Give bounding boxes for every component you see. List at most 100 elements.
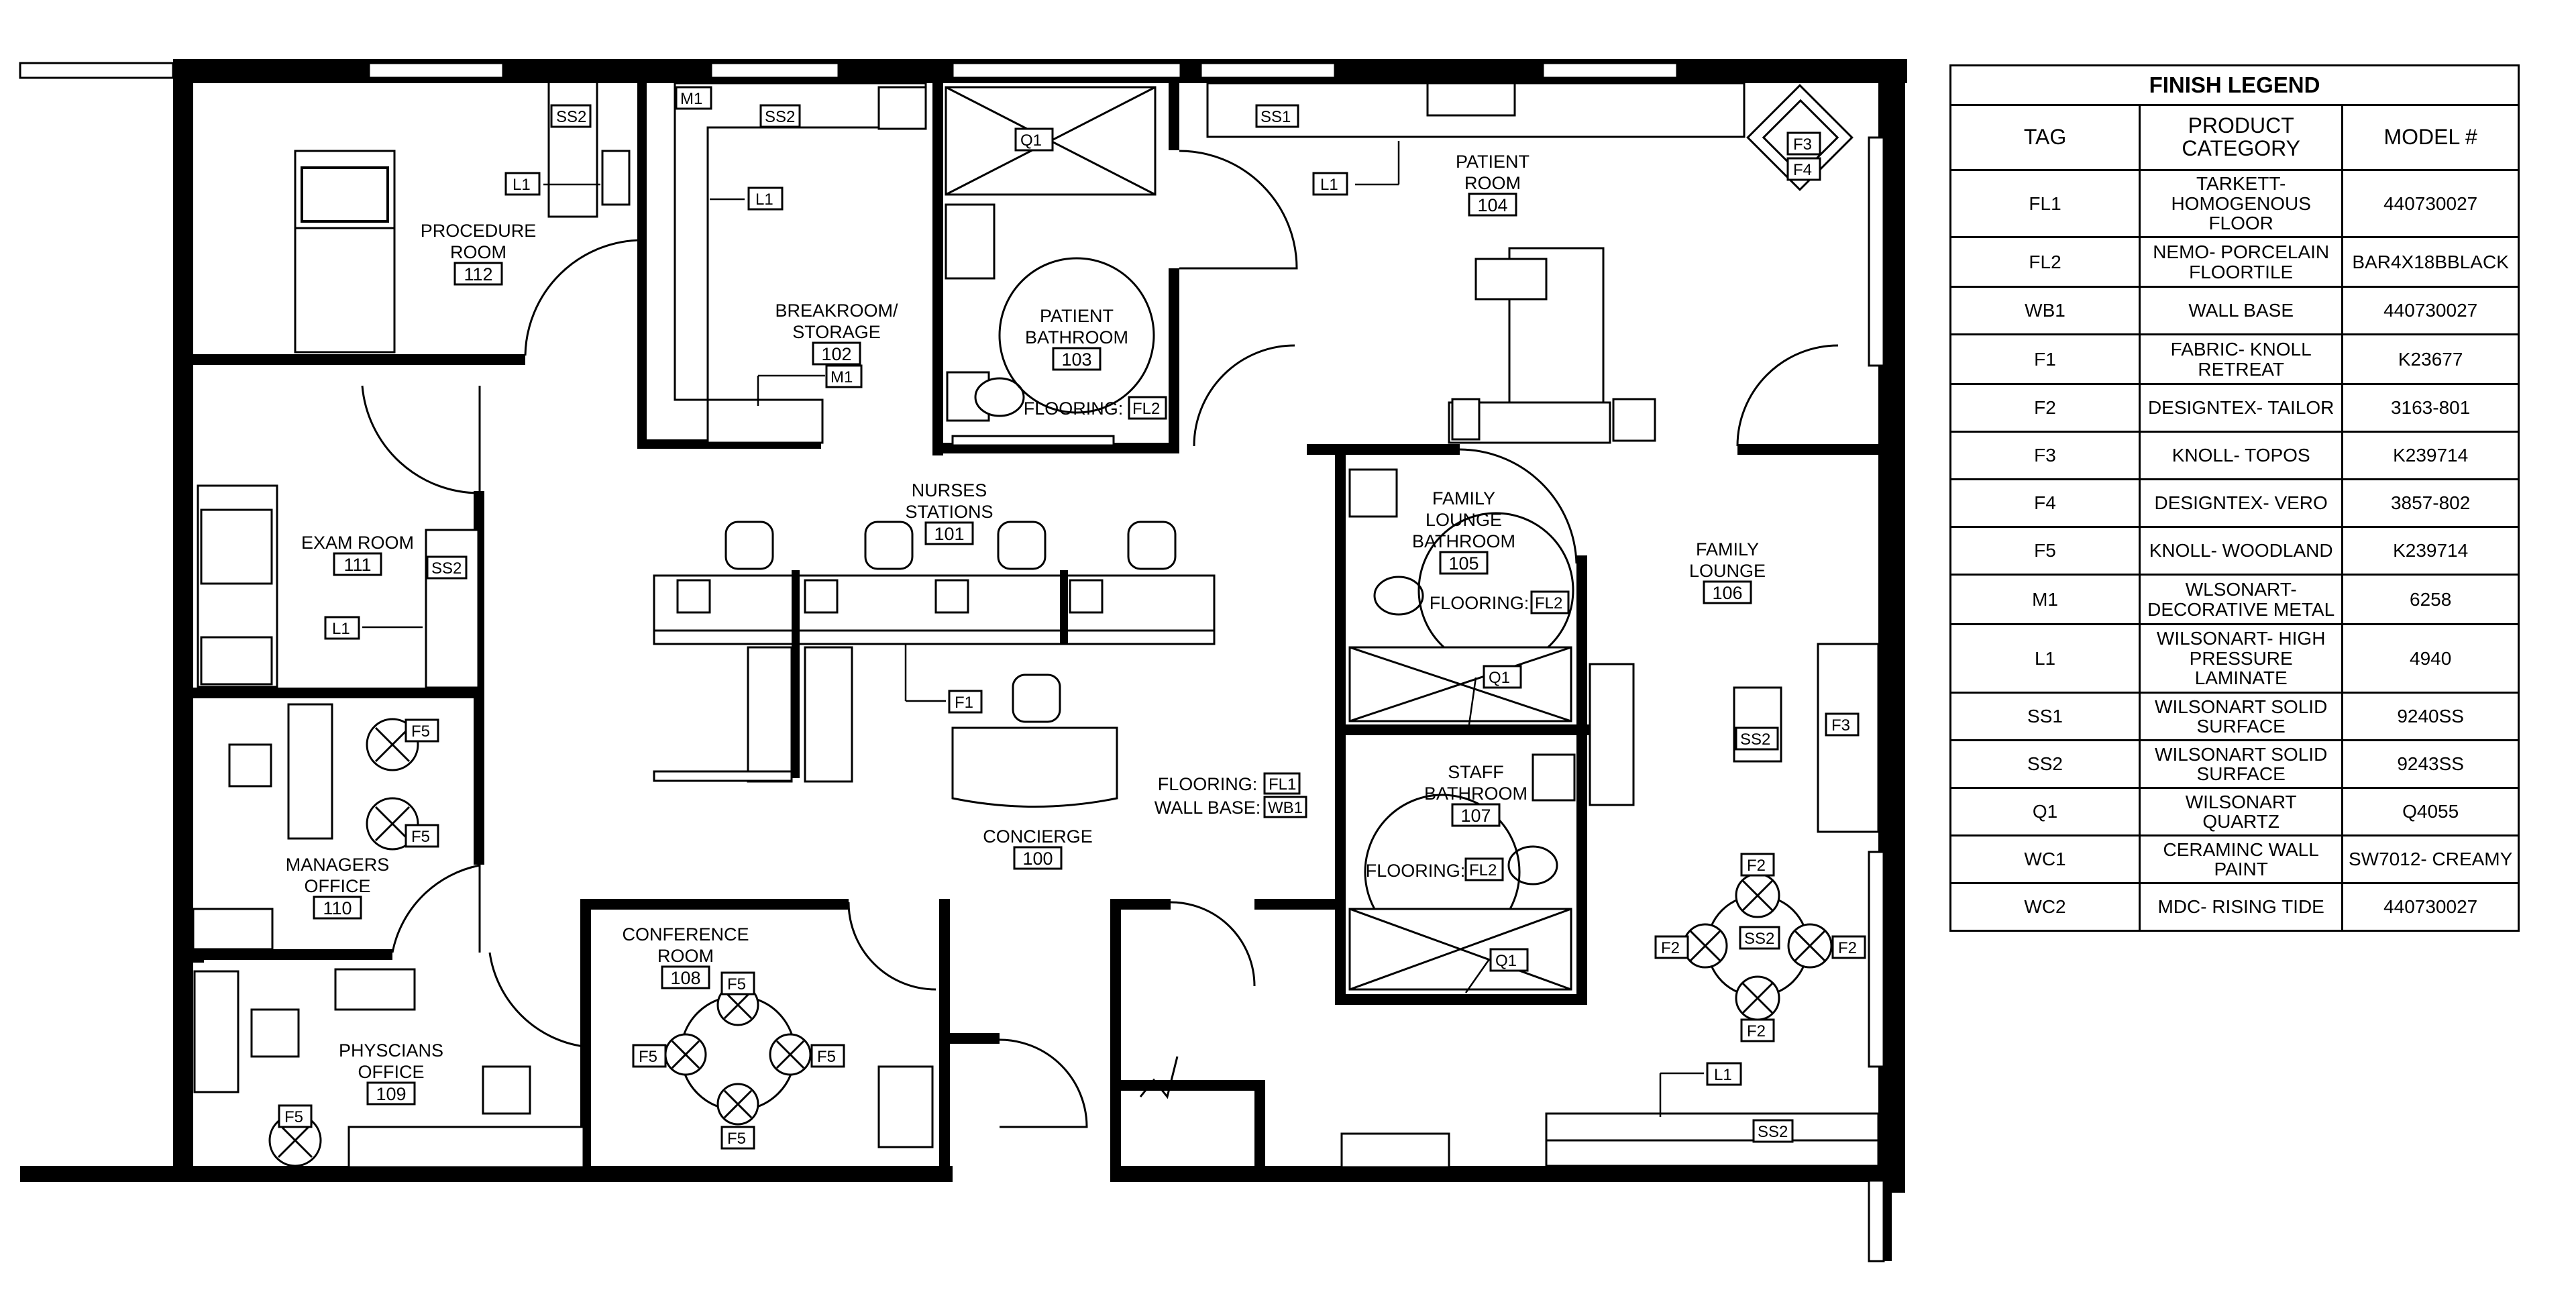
- legend-category: NEMO- PORCELAIN FLOORTILE: [2139, 236, 2344, 288]
- tag-f4: F4: [1786, 157, 1821, 181]
- svg-text:106: 106: [1712, 583, 1742, 603]
- svg-text:SS1: SS1: [1260, 108, 1291, 126]
- svg-text:PHYSCIANS: PHYSCIANS: [339, 1040, 443, 1061]
- tag-f5-mgr-2: F5: [405, 824, 439, 848]
- legend-category: DESIGNTEX- TAILOR: [2139, 383, 2344, 433]
- svg-text:OFFICE: OFFICE: [305, 876, 371, 896]
- interior-walls: [193, 83, 1885, 1174]
- note-wall-base-main: WALL BASE:: [1155, 798, 1261, 818]
- chair-f2-left: [1682, 923, 1728, 969]
- room-patient-bath: PATIENT BATHROOM 103: [1025, 306, 1128, 371]
- chair-f2-bottom: [1735, 975, 1780, 1021]
- tag-q1-staff-bath: Q1: [1489, 948, 1529, 972]
- svg-text:100: 100: [1022, 849, 1053, 869]
- svg-text:L1: L1: [513, 176, 531, 194]
- room-concierge: CONCIERGE 100: [983, 826, 1093, 870]
- tag-q1-family-bath: Q1: [1483, 665, 1522, 689]
- svg-text:F5: F5: [639, 1048, 657, 1066]
- tag-ss2-procedure: SS2: [550, 104, 592, 128]
- legend-model: Q4055: [2341, 787, 2520, 836]
- note-flooring-staff-bath: FLOORING:: [1366, 861, 1466, 881]
- svg-text:FL2: FL2: [1132, 400, 1160, 418]
- legend-tag: FL2: [1949, 236, 2141, 288]
- svg-text:BATHROOM: BATHROOM: [1412, 531, 1515, 551]
- chair-f5-conf-right: [769, 1033, 812, 1076]
- legend-tag: FL1: [1949, 169, 2141, 238]
- tag-f5-conf-bottom: F5: [720, 1126, 755, 1150]
- svg-text:FL2: FL2: [1469, 861, 1497, 879]
- floor-plan: SS2 L1 M1 SS2 L1 M1 Q1 SS1 L1 F3 F4 SS2 …: [19, 59, 1907, 1262]
- legend-category: FABRIC- KNOLL RETREAT: [2139, 333, 2344, 385]
- legend-model: K239714: [2341, 431, 2520, 480]
- tag-l1-patient-room: L1: [1312, 172, 1348, 196]
- tag-f3-lounge: F3: [1825, 712, 1860, 737]
- svg-text:PROCEDURE: PROCEDURE: [421, 221, 537, 241]
- legend-model: 3163-801: [2341, 383, 2520, 433]
- legend-category: WLSONART- DECORATIVE METAL: [2139, 574, 2344, 625]
- note-flooring-main: FLOORING:: [1158, 774, 1258, 794]
- svg-text:F1: F1: [955, 694, 973, 712]
- legend-category: WILSONART QUARTZ: [2139, 787, 2344, 836]
- tag-f2-bottom: F2: [1740, 1018, 1775, 1042]
- svg-text:PATIENT: PATIENT: [1040, 306, 1114, 326]
- svg-text:LOUNGE: LOUNGE: [1426, 510, 1502, 530]
- chair-f5-conf-left: [664, 1033, 707, 1076]
- tag-ss2-lounge: SS2: [1735, 726, 1779, 751]
- tag-f5-mgr-1: F5: [405, 718, 439, 743]
- tag-f5-conf-top: F5: [720, 971, 755, 995]
- room-staff-bath: STAFF BATHROOM 107: [1424, 762, 1527, 827]
- legend-tag: WC1: [1949, 834, 2141, 884]
- tag-ss1-patient-room: SS1: [1255, 104, 1299, 128]
- nurse-chair-1: [724, 521, 774, 570]
- svg-text:F3: F3: [1793, 136, 1812, 154]
- legend-category: WILSONART SOLID SURFACE: [2139, 739, 2344, 789]
- svg-text:SS2: SS2: [765, 108, 795, 126]
- chair-f2-right: [1787, 923, 1833, 969]
- svg-text:103: 103: [1061, 349, 1091, 370]
- tag-ss2-breakroom: SS2: [759, 104, 801, 128]
- room-procedure: PROCEDURE ROOM 112: [421, 221, 537, 286]
- legend-tag: F1: [1949, 333, 2141, 385]
- svg-text:108: 108: [670, 968, 700, 988]
- legend-category: KNOLL- TOPOS: [2139, 431, 2344, 480]
- door-swings: [361, 150, 1839, 1128]
- room-conference: CONFERENCE ROOM 108: [622, 924, 749, 989]
- legend-model: 440730027: [2341, 169, 2520, 238]
- legend-category: WALL BASE: [2139, 286, 2344, 335]
- svg-text:CONCIERGE: CONCIERGE: [983, 826, 1093, 847]
- legend-category: CERAMINC WALL PAINT: [2139, 834, 2344, 884]
- tag-q1-patient-bath: Q1: [1014, 127, 1054, 152]
- nurse-chair-4: [1127, 521, 1177, 570]
- legend-model: K23677: [2341, 333, 2520, 385]
- svg-text:FAMILY: FAMILY: [1432, 488, 1495, 508]
- tag-m1-breakroom-2: M1: [825, 364, 863, 388]
- room-nurses: NURSES STATIONS 101: [905, 480, 994, 545]
- svg-text:F5: F5: [411, 722, 430, 741]
- tag-f5-conf-right: F5: [810, 1044, 845, 1068]
- legend-tag: F4: [1949, 478, 2141, 528]
- svg-text:SS2: SS2: [1740, 731, 1770, 749]
- tag-l1-procedure: L1: [504, 172, 541, 196]
- svg-text:M1: M1: [680, 90, 702, 108]
- svg-text:112: 112: [464, 264, 492, 284]
- tag-f5-phys: F5: [278, 1104, 313, 1128]
- tag-l1-breakroom: L1: [747, 186, 784, 211]
- finish-legend-table: FINISH LEGEND TAG PRODUCT CATEGORY MODEL…: [1949, 64, 2520, 932]
- svg-text:F5: F5: [727, 975, 746, 993]
- svg-text:Q1: Q1: [1495, 952, 1517, 970]
- legend-model: 9240SS: [2341, 692, 2520, 741]
- svg-text:BATHROOM: BATHROOM: [1025, 327, 1128, 347]
- leader-lines: [362, 141, 1704, 1117]
- svg-text:F5: F5: [284, 1108, 303, 1126]
- legend-category: TARKETT- HOMOGENOUS FLOOR: [2139, 169, 2344, 238]
- svg-text:L1: L1: [755, 191, 773, 209]
- svg-text:M1: M1: [830, 368, 853, 386]
- nurse-chair-2: [864, 521, 914, 570]
